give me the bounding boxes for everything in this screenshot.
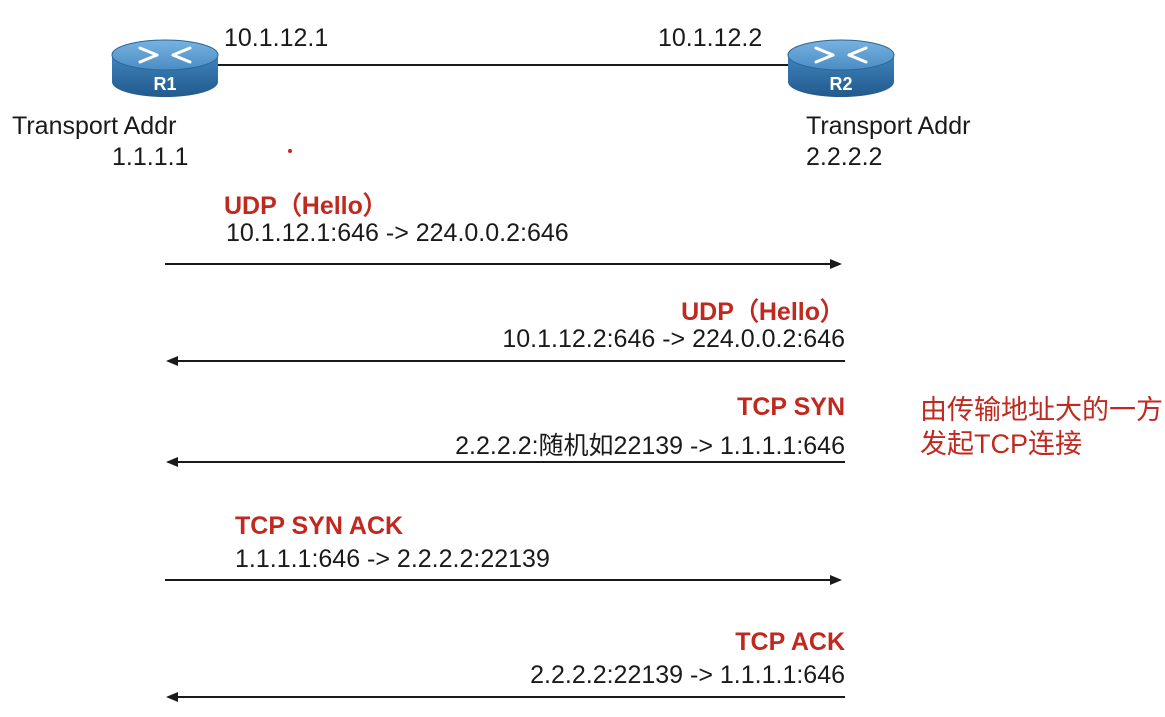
router-r1-icon: R1 <box>111 39 219 97</box>
router-r1-label: R1 <box>153 74 176 94</box>
msg-1-detail: 10.1.12.1:646 -> 224.0.0.2:646 <box>226 219 569 247</box>
msg-5-detail: 2.2.2.2:22139 -> 1.1.1.1:646 <box>530 661 845 689</box>
msg-1-title: UDP（Hello） <box>224 192 388 220</box>
msg-4-detail: 1.1.1.1:646 -> 2.2.2.2:22139 <box>235 545 550 573</box>
msg-2-detail: 10.1.12.2:646 -> 224.0.0.2:646 <box>502 325 845 353</box>
marker-dot <box>288 149 292 153</box>
router-r2-label: R2 <box>829 74 852 94</box>
msg-2-title: UDP（Hello） <box>681 298 845 326</box>
r2-transport-label: Transport Addr <box>806 112 971 140</box>
r1-transport-addr: 1.1.1.1 <box>112 143 189 171</box>
r1-interface-ip: 10.1.12.1 <box>224 24 329 52</box>
r2-transport-addr: 2.2.2.2 <box>806 143 883 171</box>
router-r2-icon: R2 <box>787 39 895 97</box>
note-tcp-initiator: 由传输地址大的一方发起TCP连接 <box>920 395 1163 459</box>
msg-3-title: TCP SYN <box>737 393 845 421</box>
r2-interface-ip: 10.1.12.2 <box>658 24 763 52</box>
msg-5-title: TCP ACK <box>735 628 845 656</box>
msg-4-title: TCP SYN ACK <box>235 512 404 540</box>
r1-transport-label: Transport Addr <box>12 112 177 140</box>
msg-3-detail: 2.2.2.2:随机如22139 -> 1.1.1.1:646 <box>455 432 845 460</box>
